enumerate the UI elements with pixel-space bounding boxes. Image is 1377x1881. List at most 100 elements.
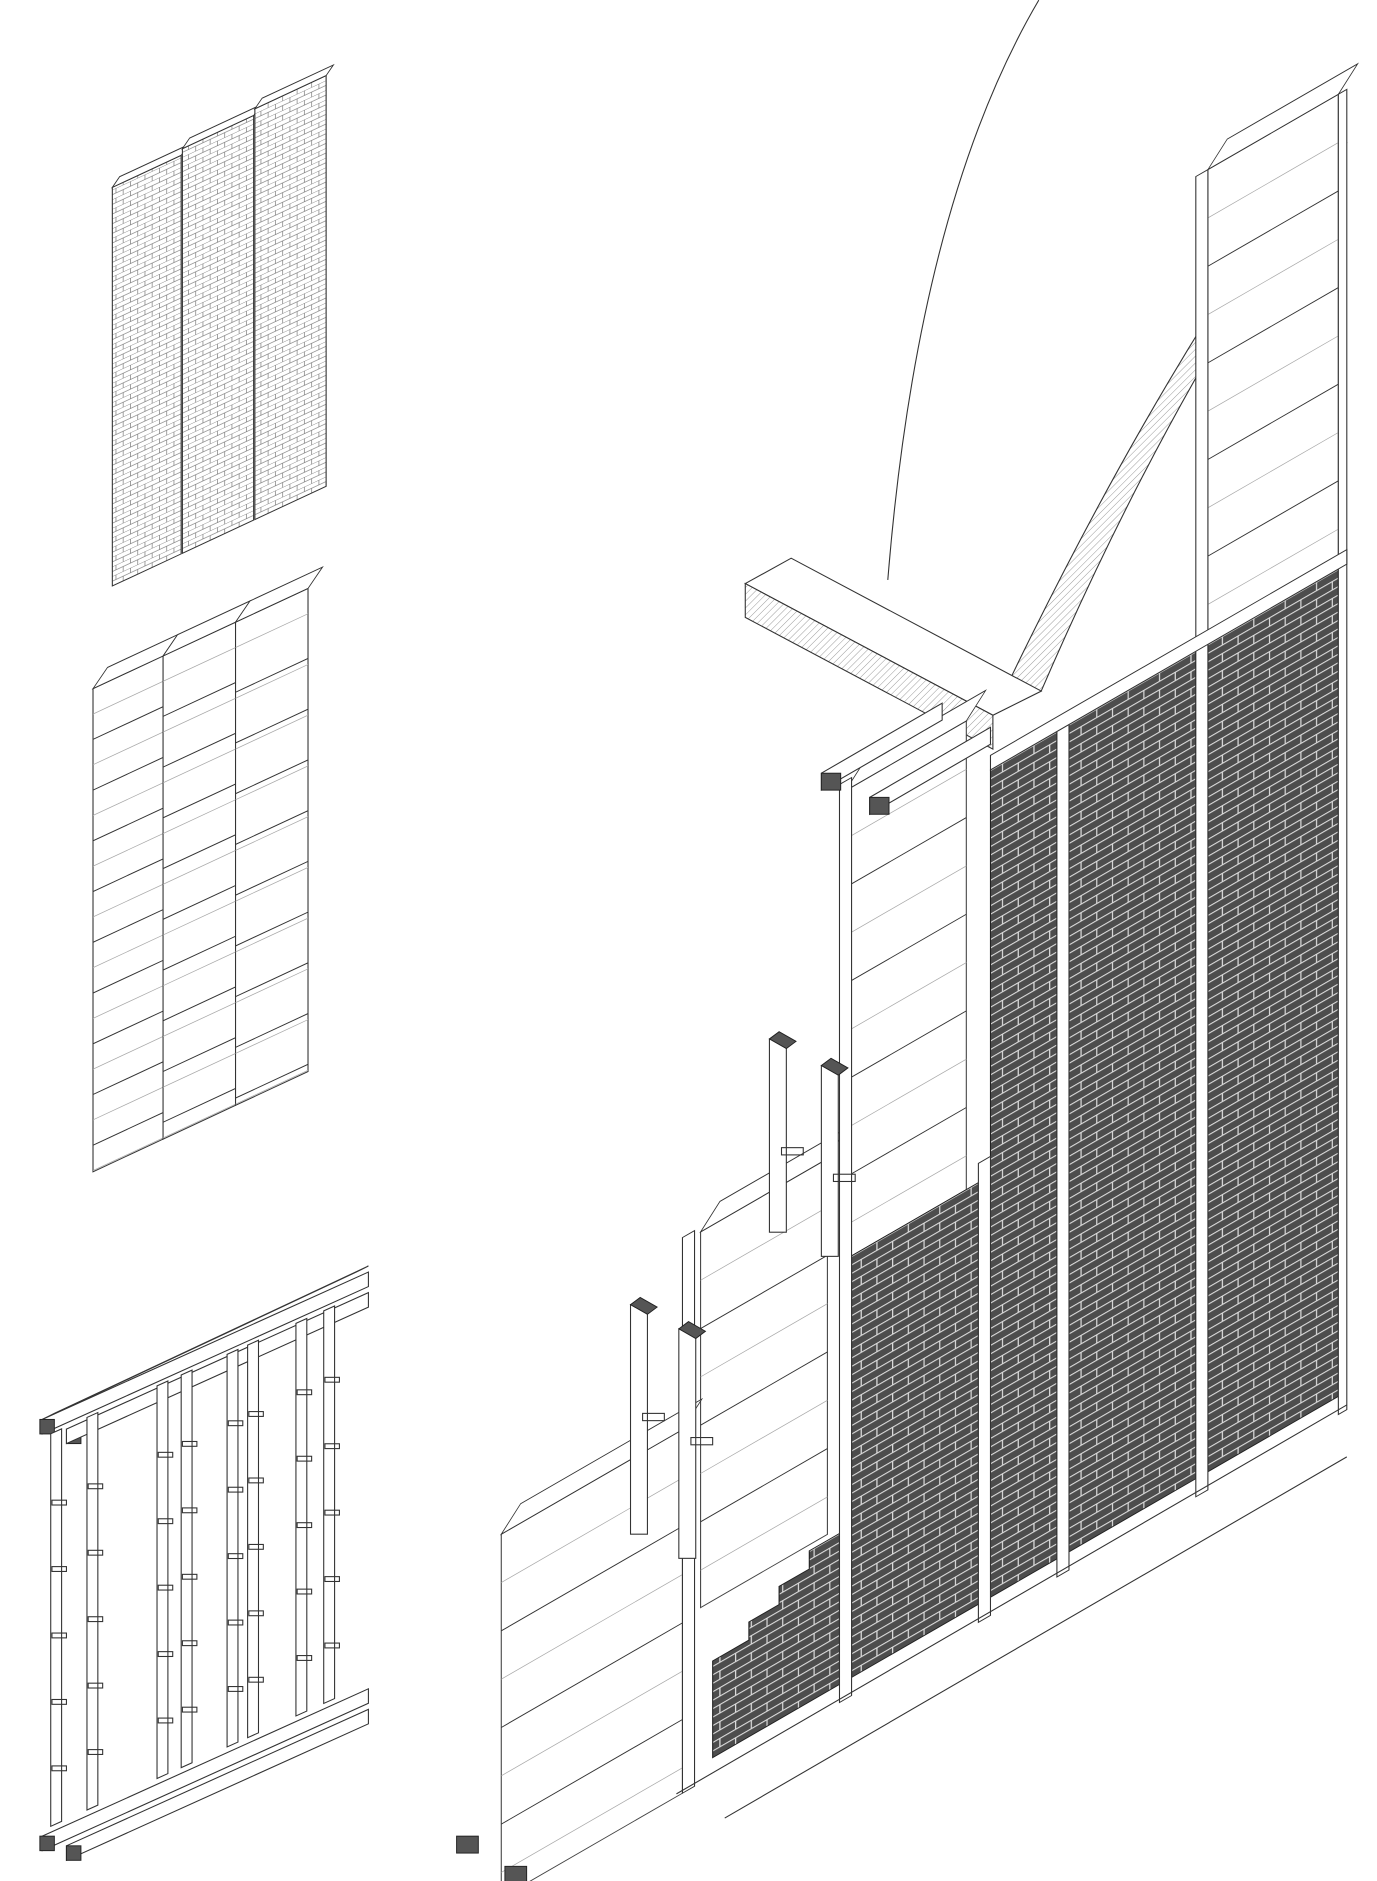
block-joint (501, 1622, 683, 1729)
ghost-block-column (700, 1157, 828, 1609)
top-plate-top (42, 1265, 369, 1420)
stud-clip (87, 1549, 104, 1556)
block-joint (501, 1718, 683, 1825)
block-joint (845, 1106, 967, 1178)
stud-clip (324, 1443, 340, 1450)
block-course-line (235, 968, 309, 1004)
stud-clip (157, 1584, 174, 1591)
block-joint (845, 913, 967, 985)
block-course-line (845, 1058, 967, 1130)
brick-column (111, 154, 182, 587)
post-end-cap (820, 1057, 849, 1076)
block-joint (163, 783, 236, 819)
stud-clip (227, 1686, 244, 1692)
block-course-line (700, 1399, 828, 1474)
block-course-line (235, 613, 309, 648)
top-plate (989, 548, 1348, 771)
stud (977, 1155, 992, 1624)
block-joint (235, 1063, 309, 1099)
stud-clip (87, 1749, 104, 1755)
block-course-line (700, 1496, 828, 1571)
block-course-line (163, 1002, 236, 1037)
stud-clip (296, 1389, 313, 1396)
base-lines (676, 1404, 1348, 1819)
timber-posts (456, 702, 992, 1881)
block-joint (235, 962, 309, 998)
vault-outer-arc (887, 0, 1040, 580)
beam-end-cap (869, 796, 890, 815)
block-joint (700, 1448, 828, 1523)
block-course-line (845, 1155, 967, 1226)
block-joint (1207, 480, 1339, 557)
top-plate-end-cap (39, 1418, 55, 1435)
block-joint (93, 706, 164, 740)
block-course-line (93, 782, 164, 816)
block-joint (93, 756, 164, 791)
stud-clip (181, 1706, 198, 1713)
block-course-line (1207, 142, 1339, 219)
stud (156, 1380, 169, 1780)
block-joint (235, 759, 309, 795)
stud-clip (157, 1451, 174, 1458)
block-course-line (93, 934, 164, 969)
block-course-line (93, 1137, 164, 1172)
block-joint (163, 1087, 236, 1123)
post-clip (642, 1412, 665, 1422)
block-course-line (235, 765, 309, 801)
stud (838, 776, 853, 1704)
block-course-line (93, 680, 164, 715)
block-top (844, 689, 987, 793)
block-course-line (845, 865, 967, 937)
block-joint (1207, 190, 1339, 267)
block-course-line (163, 647, 236, 682)
post-end-cap (677, 1321, 707, 1340)
sole-plate-end-cap (456, 1835, 479, 1854)
block-joint (163, 884, 236, 920)
block-course-line (93, 985, 164, 1019)
stud-clip (296, 1588, 313, 1595)
block-course-line (501, 1574, 683, 1680)
timber-frame-panel (39, 1265, 369, 1862)
stud-clip (87, 1483, 104, 1490)
block-joint (163, 935, 236, 971)
base-line (676, 1404, 1348, 1795)
block-joint (1207, 383, 1339, 461)
sole-plate-end-cap (504, 1865, 528, 1881)
post-clip (780, 1147, 804, 1156)
block-joint (235, 911, 309, 947)
ghost-block-column (1207, 93, 1339, 646)
block-joint (163, 834, 236, 870)
brick-infill (1068, 650, 1197, 1553)
bottom-plate (65, 1708, 369, 1862)
post-end-cap (768, 1031, 797, 1050)
timber-post (768, 1038, 787, 1233)
block-column-top (234, 565, 324, 624)
block-joint (163, 682, 236, 717)
block-course-line (163, 799, 236, 834)
roof-slab-edge (744, 582, 994, 750)
block-joint (93, 909, 164, 943)
block-course-line (235, 664, 309, 699)
stud-clip (227, 1619, 244, 1626)
block-joint (93, 858, 164, 893)
block-course-line (1207, 335, 1339, 412)
block-joint (235, 1013, 309, 1048)
stud-clip (324, 1509, 340, 1516)
block-joint (93, 959, 164, 994)
block-course-line (93, 833, 164, 867)
block-joint (235, 708, 309, 744)
block-course-line (1207, 528, 1339, 605)
block-course-line (163, 748, 236, 784)
stud-clip (296, 1455, 313, 1462)
vault-roof (744, 0, 1348, 750)
stud (226, 1348, 239, 1748)
block-course-line (700, 1303, 828, 1378)
brick-column (254, 74, 327, 521)
stud-clip (181, 1440, 198, 1447)
block-course-line (163, 951, 236, 987)
block-course-line (163, 1103, 236, 1139)
stud-clip (181, 1573, 198, 1580)
stud (86, 1411, 99, 1811)
stud-clip (248, 1477, 264, 1484)
ghost-block-column (500, 1428, 684, 1881)
